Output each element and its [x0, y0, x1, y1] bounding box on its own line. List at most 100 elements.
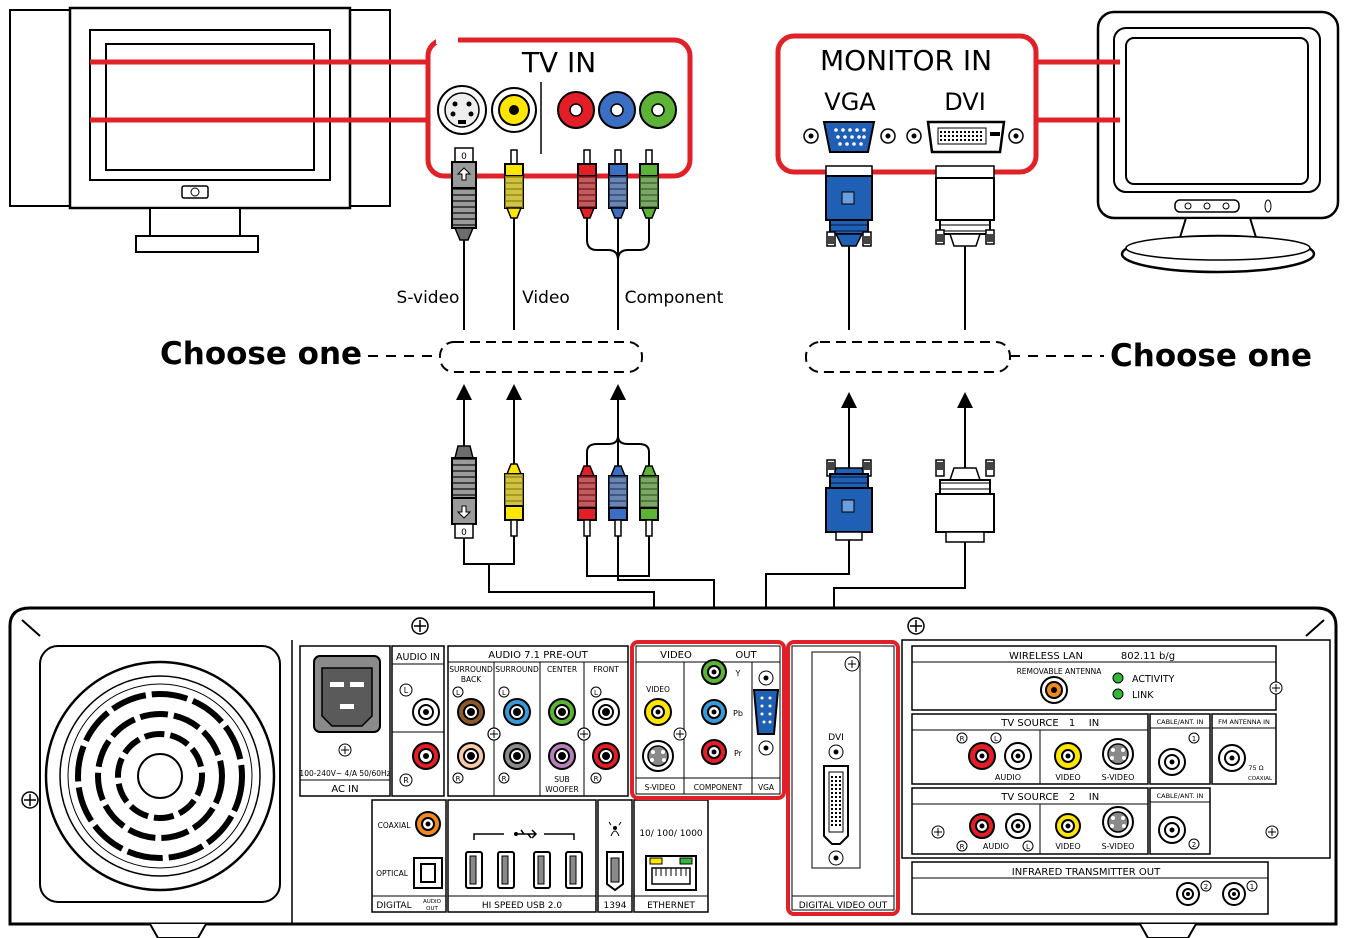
svg-text:WOOFER: WOOFER [545, 785, 579, 794]
choose-one-left-label: Choose one [160, 336, 362, 372]
svg-text:VIDEO: VIDEO [660, 650, 692, 661]
tv-source-2-section: TV SOURCE 2 IN R AUDIO L VIDEO S-VIDEO [912, 788, 1148, 854]
monitor-upper-plugs [826, 166, 994, 330]
svg-text:COAXIAL: COAXIAL [1248, 776, 1273, 782]
svg-text:L: L [502, 689, 506, 697]
svg-text:R: R [594, 775, 599, 783]
svg-text:CABLE/ANT. IN: CABLE/ANT. IN [1157, 792, 1204, 800]
video-cable-label: Video [522, 288, 570, 308]
usb-section: HI SPEED USB 2.0 [448, 800, 596, 912]
svg-text:IN: IN [1089, 718, 1099, 729]
computer-monitor [1098, 12, 1338, 272]
firewire-label: 1394 [604, 901, 627, 911]
digital-video-out-section: DVI DIGITAL VIDEO OUT [788, 642, 898, 914]
svg-text:OPTICAL: OPTICAL [376, 869, 409, 878]
infrared-section: INFRARED TRANSMITTER OUT 2 1 [912, 862, 1268, 914]
svg-text:R: R [960, 843, 965, 851]
svg-text:ACTIVITY: ACTIVITY [1132, 674, 1175, 685]
svg-text:VIDEO: VIDEO [1055, 773, 1080, 782]
svg-text:75 Ω: 75 Ω [1248, 764, 1263, 772]
svg-text:L: L [1026, 843, 1030, 851]
svg-text:S-VIDEO: S-VIDEO [1102, 842, 1135, 851]
choose-one-right-label: Choose one [1110, 338, 1312, 374]
choose-one-right: Choose one [806, 338, 1312, 374]
audio-in-title: AUDIO IN [396, 652, 440, 663]
svg-text:R: R [403, 776, 409, 785]
usb-label: HI SPEED USB 2.0 [482, 901, 563, 911]
svg-text:OUT: OUT [426, 906, 438, 912]
svg-text:VIDEO: VIDEO [646, 685, 670, 694]
svg-text:2: 2 [1069, 792, 1075, 803]
svideo-plug-pin-bottom: 0 [461, 528, 467, 538]
tv-video-port [492, 88, 536, 132]
svg-text:S-VIDEO: S-VIDEO [645, 783, 676, 792]
connection-arrows [464, 392, 965, 468]
svg-text:2: 2 [1204, 883, 1208, 891]
svg-text:IN: IN [1089, 792, 1099, 803]
svg-text:BACK: BACK [461, 675, 482, 684]
video-out-section: VIDEO OUT VIDEO S-VIDEO Y Pb Pr COMPONEN… [632, 642, 784, 798]
svg-text:DVI: DVI [828, 733, 844, 743]
svg-text:AUDIO: AUDIO [423, 899, 442, 905]
svg-text:S-VIDEO: S-VIDEO [1102, 773, 1135, 782]
ethernet-speed: 10/ 100/ 1000 [639, 829, 703, 839]
fm-antenna-section: FM ANTENNA IN 75 Ω COAXIAL [1212, 714, 1276, 784]
digital-audio-section: COAXIAL OPTICAL DIGITAL AUDIO OUT [372, 800, 446, 912]
svg-text:R: R [502, 775, 507, 783]
surround-back-label: SURROUND [449, 665, 493, 674]
svg-text:Pr: Pr [734, 749, 743, 758]
svg-text:LINK: LINK [1132, 690, 1154, 701]
svg-text:REMOVABLE ANTENNA: REMOVABLE ANTENNA [1017, 667, 1103, 676]
digital-audio-label: DIGITAL [376, 901, 411, 911]
svg-text:1: 1 [1250, 883, 1254, 891]
digital-video-out-label: DIGITAL VIDEO OUT [799, 901, 888, 911]
tv-component-red-port [558, 92, 594, 128]
svg-text:AUDIO: AUDIO [995, 773, 1021, 782]
svg-text:OUT: OUT [735, 650, 757, 661]
front-label: FRONT [593, 665, 619, 674]
svg-text:TV SOURCE: TV SOURCE [1000, 792, 1058, 803]
svg-text:WIRELESS LAN: WIRELESS LAN [1009, 651, 1083, 662]
ac-in-section: 100-240V~ 4/A 50/60Hz AC IN [299, 646, 390, 796]
svg-text:R: R [960, 735, 965, 743]
svg-text:Pb: Pb [733, 709, 743, 718]
svg-text:1: 1 [1069, 718, 1075, 729]
svg-text:TV SOURCE: TV SOURCE [1000, 718, 1058, 729]
surround-label: SURROUND [495, 665, 539, 674]
svideo-plug-pin-top: 0 [461, 152, 467, 162]
ac-in-label: AC IN [331, 784, 358, 795]
svg-text:1: 1 [1192, 735, 1196, 743]
svg-text:L: L [404, 686, 409, 695]
tv-in-title: TV IN [521, 46, 596, 79]
svg-text:L: L [594, 689, 598, 697]
tv-component-blue-port [599, 92, 635, 128]
svg-text:Y: Y [735, 669, 741, 678]
fan-grille [40, 646, 280, 902]
tv-component-green-port [640, 92, 676, 128]
ac-rating: 100-240V~ 4/A 50/60Hz [299, 769, 390, 778]
svg-text:VGA: VGA [758, 783, 775, 792]
ethernet-section: 10/ 100/ 1000 ETHERNET [634, 800, 708, 912]
svg-text:AUDIO: AUDIO [983, 842, 1009, 851]
svg-text:2: 2 [1192, 841, 1196, 849]
svg-text:CABLE/ANT. IN: CABLE/ANT. IN [1157, 718, 1204, 726]
choose-one-left: Choose one [160, 336, 642, 372]
center-label: CENTER [547, 665, 577, 674]
svg-text:L: L [994, 735, 998, 743]
svg-text:L: L [456, 689, 460, 697]
svg-text:R: R [456, 775, 461, 783]
svg-text:VIDEO: VIDEO [1055, 842, 1080, 851]
lower-plugs: 0 [452, 446, 994, 542]
subwoofer-label: SUB [554, 775, 569, 784]
cable-ant-in-1-section: CABLE/ANT. IN 1 [1150, 714, 1210, 784]
svideo-cable-label: S-video [397, 288, 460, 308]
monitor-in-title: MONITOR IN [820, 44, 992, 77]
svg-text:802.11 b/g: 802.11 b/g [1121, 651, 1175, 662]
audio-71-section: AUDIO 7.1 PRE-OUT SURROUND BACK SURROUND… [448, 646, 628, 796]
tv-set [10, 8, 390, 252]
audio-71-title: AUDIO 7.1 PRE-OUT [488, 650, 588, 661]
vga-label: VGA [824, 88, 876, 116]
tv-source-1-section: TV SOURCE 1 IN R L AUDIO VIDEO S-VIDEO [912, 714, 1148, 784]
monitor-in-panel: MONITOR IN VGA DVI [778, 36, 1120, 172]
